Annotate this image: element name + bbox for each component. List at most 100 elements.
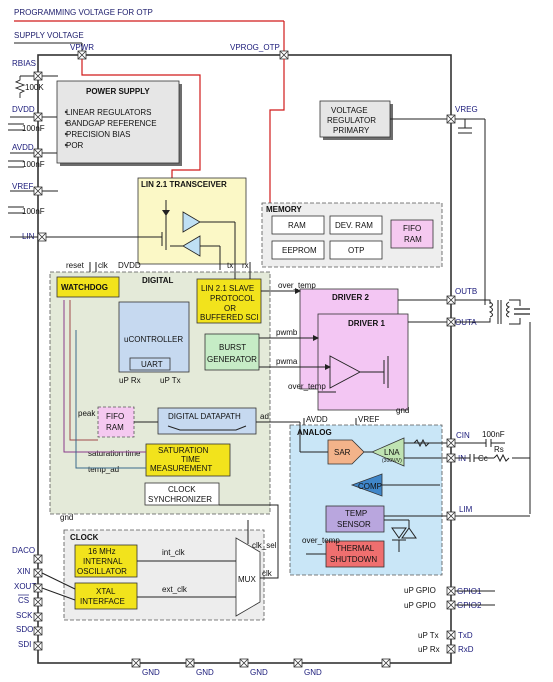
svg-text:PRECISION BIAS: PRECISION BIAS	[66, 130, 130, 139]
over-temp-signal: over_temp	[278, 281, 316, 290]
svg-text:AVDD: AVDD	[12, 143, 34, 152]
svg-text:CLOCK: CLOCK	[70, 533, 99, 542]
ext-clk-signal: ext_clk	[162, 585, 188, 594]
pin-gpio1: uP GPIO GPIO1	[404, 586, 495, 596]
memory-block: MEMORY RAM DEV. RAM EEPROM OTP FIFO RAM	[261, 202, 443, 268]
rs-label: Rs	[494, 445, 504, 454]
saturation-block: SATURATION TIME MEASUREMENT saturation t…	[88, 443, 231, 477]
svg-text:uP Rx: uP Rx	[418, 645, 440, 654]
clock-synchronizer-block: CLOCK SYNCHRONIZER	[144, 482, 220, 506]
svg-text:RAM: RAM	[288, 221, 306, 230]
svg-text:CLOCK: CLOCK	[168, 485, 196, 494]
svg-text:COMP: COMP	[358, 482, 382, 491]
pin-in: IN Cc Rs	[404, 322, 531, 514]
pin-cin: CIN 100nF	[404, 430, 505, 448]
lna-block: LNA (300V/V)	[364, 437, 405, 467]
pin-sdo: SDO	[16, 625, 43, 636]
svg-text:DVDD: DVDD	[12, 105, 35, 114]
svg-text:REGULATOR: REGULATOR	[327, 116, 376, 125]
pin-outb: OUTB	[398, 287, 477, 305]
pin-rbias: RBIAS 100K	[12, 59, 44, 98]
svg-text:DEV. RAM: DEV. RAM	[335, 221, 373, 230]
svg-text:WATCHDOG: WATCHDOG	[61, 283, 108, 292]
programming-voltage-label: PROGRAMMING VOLTAGE FOR OTP	[14, 8, 153, 17]
svg-text:RxD: RxD	[458, 645, 474, 654]
svg-text:XTAL: XTAL	[96, 587, 116, 596]
watchdog-block: WATCHDOG	[56, 276, 120, 298]
transformer	[455, 299, 530, 325]
svg-text:BURST: BURST	[219, 343, 246, 352]
pin-cs: CS	[18, 594, 43, 607]
svg-text:POR: POR	[66, 141, 84, 150]
svg-text:100nF: 100nF	[22, 160, 45, 169]
svg-text:VOLTAGE: VOLTAGE	[331, 106, 368, 115]
svg-text:SDI: SDI	[18, 640, 31, 649]
svg-text:peak: peak	[78, 409, 96, 418]
fifo-ram-digital: FIFO RAM peak	[78, 406, 135, 438]
svg-text:XOUT: XOUT	[14, 582, 36, 591]
svg-text:FIFO: FIFO	[106, 412, 124, 421]
svg-text:DIGITAL: DIGITAL	[142, 276, 174, 285]
svg-text:SYNCHRONIZER: SYNCHRONIZER	[148, 495, 212, 504]
pin-lin: LIN	[10, 232, 47, 242]
pin-daco: DACO	[12, 546, 43, 564]
svg-text:SCK: SCK	[16, 611, 33, 620]
pwmb-signal: pwmb	[276, 328, 298, 337]
svg-text:LIM: LIM	[459, 505, 473, 514]
svg-text:uCONTROLLER: uCONTROLLER	[124, 335, 183, 344]
pin-txd: uP Tx TxD	[418, 630, 473, 640]
pin-xout: XOUT	[14, 582, 76, 601]
thermal-shutdown-block: THERMAL SHUTDOWN over_temp	[302, 536, 385, 568]
svg-text:LIN 2.1 SLAVE: LIN 2.1 SLAVE	[201, 284, 254, 293]
pin-vpwr: VPWR	[70, 43, 94, 60]
sar-block: SAR	[327, 439, 365, 465]
temp-sensor-block: TEMP SENSOR	[325, 505, 385, 533]
pin-sdi: SDI	[18, 640, 43, 651]
svg-text:ANALOG: ANALOG	[297, 428, 332, 437]
svg-text:OUTB: OUTB	[455, 287, 477, 296]
pin-gpio2: uP GPIO GPIO2	[404, 600, 495, 610]
svg-text:uP GPIO: uP GPIO	[404, 601, 436, 610]
svg-text:temp_ad: temp_ad	[88, 465, 119, 474]
svg-text:tx: tx	[227, 261, 233, 270]
svg-text:DIGITAL DATAPATH: DIGITAL DATAPATH	[168, 412, 241, 421]
svg-text:CS: CS	[18, 596, 29, 605]
svg-text:DRIVER 1: DRIVER 1	[348, 319, 385, 328]
supply-voltage-label: SUPPLY VOLTAGE	[14, 31, 84, 40]
svg-text:saturation time: saturation time	[88, 449, 141, 458]
svg-text:POWER SUPPLY: POWER SUPPLY	[86, 87, 150, 96]
svg-text:THERMAL: THERMAL	[336, 544, 375, 553]
svg-text:LIN 2.1 TRANSCEIVER: LIN 2.1 TRANSCEIVER	[141, 180, 227, 189]
pin-vref: VREF 100nF	[8, 182, 45, 216]
pin-vprog-otp: VPROG_OTP	[230, 43, 289, 60]
svg-text:MEASUREMENT: MEASUREMENT	[150, 464, 212, 473]
svg-text:GND: GND	[142, 668, 160, 677]
svg-text:VREF: VREF	[358, 415, 379, 424]
svg-text:MUX: MUX	[238, 575, 256, 584]
cap-cin-label: 100nF	[482, 430, 505, 439]
pin-avdd: AVDD 100nF	[8, 143, 45, 169]
svg-text:uP GPIO: uP GPIO	[404, 586, 436, 595]
svg-text:SDO: SDO	[16, 625, 33, 634]
svg-text:SAR: SAR	[334, 448, 351, 457]
svg-text:RBIAS: RBIAS	[12, 59, 36, 68]
voltage-regulator-block: VOLTAGE REGULATOR PRIMARY	[319, 100, 393, 140]
svg-text:DVDD: DVDD	[118, 261, 141, 270]
pin-lim: LIM	[384, 505, 530, 521]
svg-text:RAM: RAM	[404, 235, 422, 244]
over-temp-signal-2: over_temp	[288, 382, 326, 391]
lin-slave-block: LIN 2.1 SLAVE PROTOCOL OR BUFFERED SCI	[196, 278, 262, 324]
svg-text:EEPROM: EEPROM	[282, 246, 317, 255]
svg-text:INTERNAL: INTERNAL	[83, 557, 123, 566]
svg-text:gnd: gnd	[396, 406, 409, 415]
svg-text:VREF: VREF	[12, 182, 33, 191]
svg-text:XIN: XIN	[17, 567, 31, 576]
gnd-pins: GND GND GND GND	[131, 658, 391, 677]
svg-text:DACO: DACO	[12, 546, 35, 555]
svg-text:uP Tx: uP Tx	[160, 376, 181, 385]
svg-text:uP Rx: uP Rx	[119, 376, 141, 385]
svg-text:clk: clk	[98, 261, 109, 270]
svg-text:clk: clk	[262, 569, 273, 578]
svg-text:FIFO: FIFO	[403, 224, 421, 233]
